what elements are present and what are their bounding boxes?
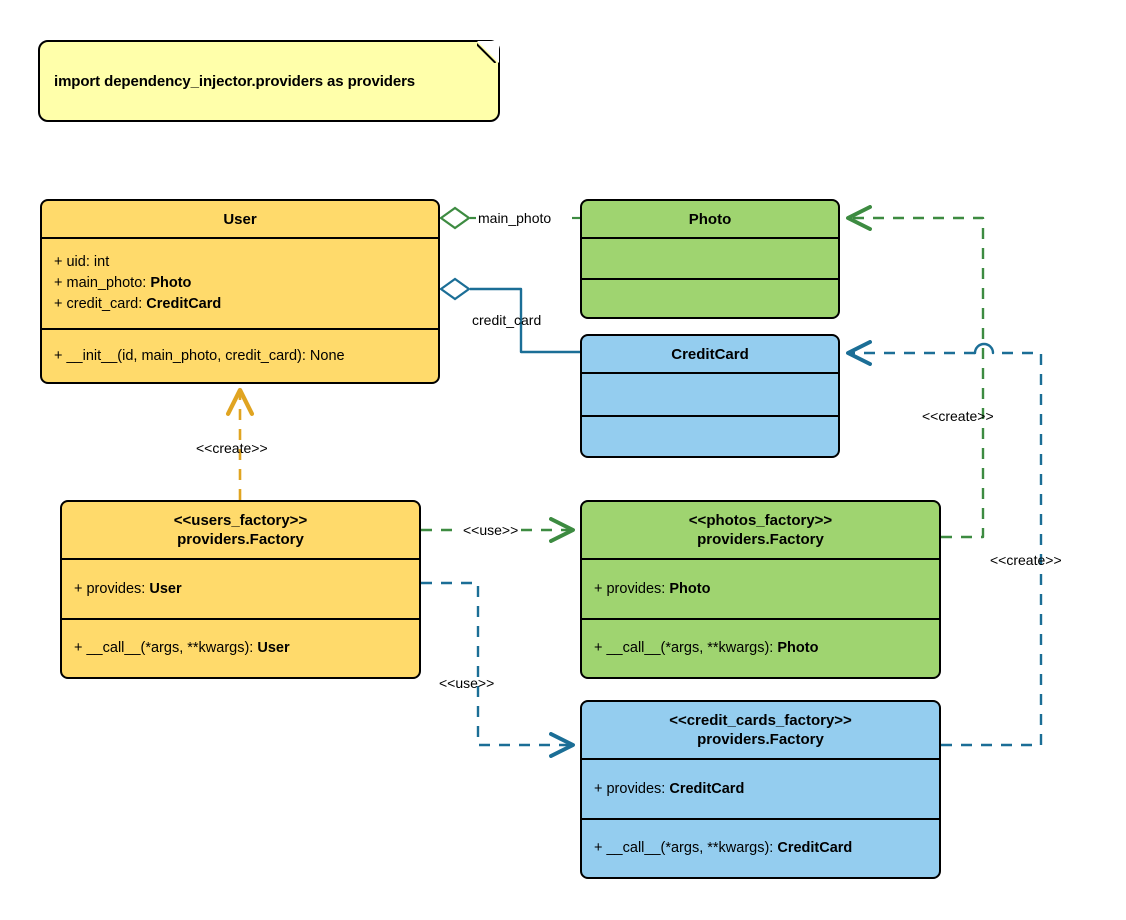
note-fold-icon (477, 41, 499, 63)
class-name-users-factory: providers.Factory (177, 531, 304, 548)
class-title-photos-factory: <<photos_factory>> providers.Factory (582, 502, 939, 560)
class-stereotype-users-factory: <<users_factory>> (173, 512, 308, 529)
class-box-credit-cards-factory[interactable]: <<credit_cards_factory>> providers.Facto… (580, 700, 941, 879)
edge-label-create-user: <<create>> (196, 440, 268, 456)
class-methods-credit-card (582, 417, 838, 456)
class-box-user[interactable]: User + uid: int + main_photo: Photo + cr… (40, 199, 440, 384)
attribute-row: + credit_card: CreditCard (54, 296, 222, 312)
class-methods-credit-cards-factory: + __call__(*args, **kwargs): CreditCard (582, 820, 939, 877)
import-note: import dependency_injector.providers as … (38, 40, 500, 122)
class-stereotype-credit-cards-factory: <<credit_cards_factory>> (669, 712, 852, 729)
class-methods-photos-factory: + __call__(*args, **kwargs): Photo (582, 620, 939, 677)
class-title-users-factory: <<users_factory>> providers.Factory (62, 502, 419, 560)
class-methods-users-factory: + __call__(*args, **kwargs): User (62, 620, 419, 677)
class-methods-photo (582, 280, 838, 317)
class-box-photos-factory[interactable]: <<photos_factory>> providers.Factory + p… (580, 500, 941, 679)
edge-label-create-photo: <<create>> (922, 408, 994, 424)
class-name-photo: Photo (688, 210, 732, 228)
aggregation-diamond-main-photo (439, 206, 471, 230)
import-note-text: import dependency_injector.providers as … (54, 72, 416, 90)
edge-label-use-credit-cards: <<use>> (439, 675, 495, 691)
class-title-credit-cards-factory: <<credit_cards_factory>> providers.Facto… (582, 702, 939, 760)
attribute-row: + provides: Photo (594, 580, 711, 597)
edge-label-main-photo: main_photo (476, 210, 554, 226)
method-row: + __call__(*args, **kwargs): User (74, 640, 290, 656)
class-attributes-photos-factory: + provides: Photo (582, 560, 939, 620)
edge-label-use-photos: <<use>> (461, 522, 521, 538)
class-attributes-credit-cards-factory: + provides: CreditCard (582, 760, 939, 820)
edge-create-photo (846, 205, 985, 539)
class-box-photo[interactable]: Photo (580, 199, 840, 319)
method-row: + __call__(*args, **kwargs): Photo (594, 640, 819, 656)
attribute-row: + provides: User (74, 580, 182, 597)
aggregation-diamond-credit-card (439, 277, 471, 301)
class-attributes-credit-card (582, 374, 838, 417)
class-attributes-user: + uid: int + main_photo: Photo + credit_… (42, 239, 438, 330)
class-title-credit-card: CreditCard (582, 336, 838, 374)
edge-use-credit-cards-factory (421, 581, 575, 758)
class-name-user: User (223, 210, 257, 228)
method-row: + __call__(*args, **kwargs): CreditCard (594, 840, 853, 856)
attribute-row: + provides: CreditCard (594, 780, 745, 797)
attribute-row: + uid: int (54, 254, 110, 270)
class-methods-user: + __init__(id, main_photo, credit_card):… (42, 330, 438, 382)
class-box-users-factory[interactable]: <<users_factory>> providers.Factory + pr… (60, 500, 421, 679)
method-row: + __init__(id, main_photo, credit_card):… (54, 347, 345, 364)
class-box-credit-card[interactable]: CreditCard (580, 334, 840, 458)
class-attributes-photo (582, 239, 838, 280)
class-attributes-users-factory: + provides: User (62, 560, 419, 620)
class-name-credit-card: CreditCard (671, 345, 749, 363)
class-name-photos-factory: providers.Factory (697, 531, 824, 548)
attribute-row: + main_photo: Photo (54, 275, 192, 291)
class-name-credit-cards-factory: providers.Factory (697, 731, 824, 748)
class-title-photo: Photo (582, 201, 838, 239)
class-title-user: User (42, 201, 438, 239)
edge-label-create-credit-card: <<create>> (990, 552, 1062, 568)
edge-label-credit-card: credit_card (472, 312, 542, 328)
class-stereotype-photos-factory: <<photos_factory>> (688, 512, 833, 529)
